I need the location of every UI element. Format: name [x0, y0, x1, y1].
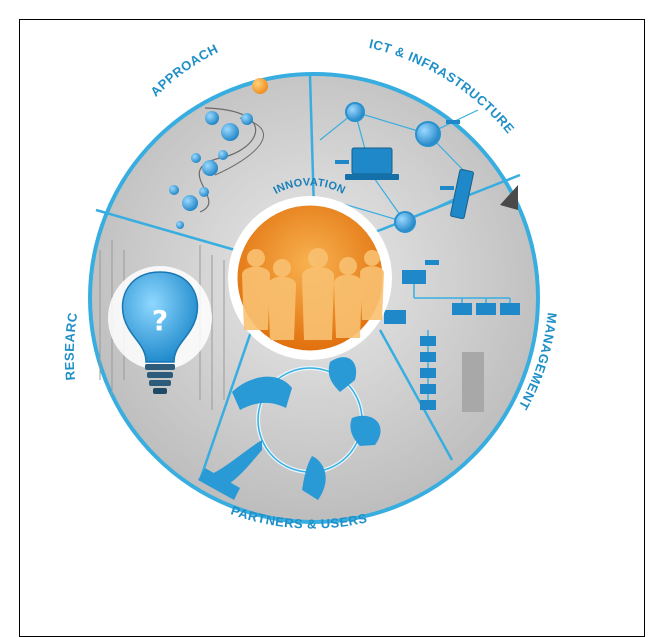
segment-dividers: [95, 75, 521, 481]
network-devices-icon: [319, 102, 518, 233]
label-research: RESEARCH: [0, 0, 80, 381]
lightbulb-question-icon: ?: [99, 240, 225, 410]
people-group-icon: [242, 248, 384, 340]
question-mark: ?: [152, 304, 168, 337]
org-chart-icon: [384, 260, 520, 412]
innovation-center: INNOVATION: [228, 176, 392, 360]
molecule-helix-icon: [169, 78, 268, 229]
joined-hands-icon: [198, 357, 381, 500]
